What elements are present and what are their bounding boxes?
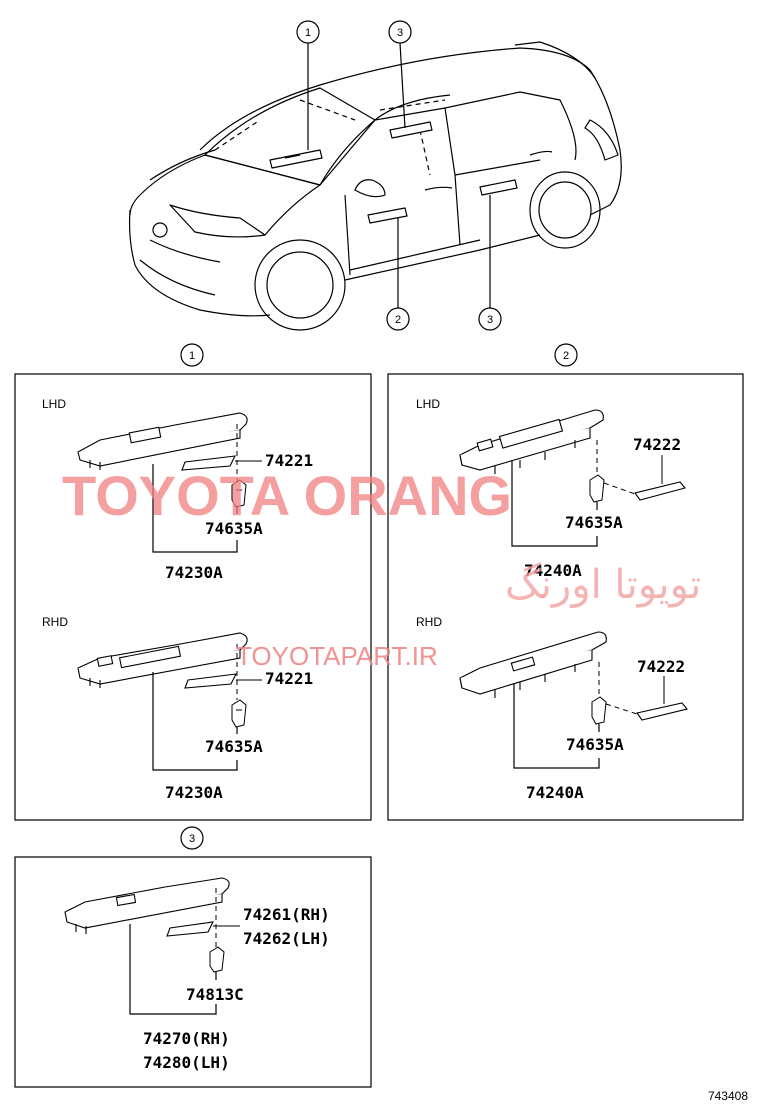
- switch-base-part: [459, 631, 607, 698]
- callout-number: 2: [395, 314, 401, 326]
- callout-2-panel: 2: [554, 343, 578, 367]
- watermark-brand: TOYOTA ORANG: [62, 464, 512, 527]
- callout-number: 1: [305, 27, 311, 39]
- callout-number: 1: [189, 350, 195, 362]
- part-number-assembly: 74230A: [165, 783, 223, 802]
- watermark-site: TOYOTAPART.IR: [236, 641, 438, 671]
- switch-base-part: [459, 409, 604, 474]
- cover-part: [634, 455, 686, 501]
- callout-number: 3: [487, 314, 493, 326]
- panel-1-lhd: LHD 74221 74635A 74230A: [42, 397, 313, 582]
- panel-3-content: 74261(RH) 74262(LH) 74813C 74270(RH) 742…: [64, 877, 330, 1072]
- part-number-cover-lh: 74262(LH): [243, 929, 330, 948]
- callout-1-top: 1: [296, 20, 320, 44]
- switch-base-part: [77, 412, 248, 470]
- callout-2-car: 2: [386, 307, 410, 331]
- part-number-clip: 74635A: [205, 737, 263, 756]
- part-number-clip: 74813C: [186, 985, 244, 1004]
- part-number-assembly: 74240A: [524, 561, 582, 580]
- car-illustration: [128, 41, 622, 331]
- cover-part: [181, 455, 262, 471]
- callout-number: 3: [189, 833, 195, 845]
- rhd-header: RHD: [42, 615, 68, 629]
- rhd-header: RHD: [416, 615, 442, 629]
- switch-base-part: [64, 877, 230, 934]
- cover-part: [166, 921, 240, 937]
- part-number-assembly-lh: 74280(LH): [143, 1053, 230, 1072]
- cover-part: [636, 676, 688, 721]
- callout-3-top: 3: [388, 20, 412, 44]
- part-number-assembly-rh: 74270(RH): [143, 1029, 230, 1048]
- panel-2-lhd: LHD 74222 74635A 74240A: [416, 397, 686, 580]
- callout-3-panel: 3: [180, 826, 204, 850]
- panel-1-frame: [14, 373, 372, 821]
- panel-3-frame: [14, 856, 372, 1088]
- clip-part: [591, 696, 607, 725]
- part-number-clip: 74635A: [565, 513, 623, 532]
- clip-part: [209, 946, 225, 973]
- callout-3-car: 3: [478, 307, 502, 331]
- clip-part: [231, 699, 247, 728]
- part-number-cover: 74222: [637, 657, 685, 676]
- watermark: TOYOTA ORANG تویوتا اورنگ TOYOTAPART.IR: [62, 464, 701, 671]
- part-number-clip: 74635A: [205, 519, 263, 538]
- switch-base-part: [77, 632, 248, 688]
- part-number-cover: 74221: [265, 669, 313, 688]
- panel-1-rhd: RHD 74221 74635A 74230A: [42, 615, 313, 802]
- panel-2-rhd: RHD 74222 74635A 74240A: [416, 615, 688, 802]
- part-number-clip: 74635A: [566, 735, 624, 754]
- lhd-header: LHD: [42, 397, 66, 411]
- figure-id: 743408: [708, 1089, 748, 1103]
- callout-number: 2: [563, 350, 569, 362]
- clip-part: [589, 474, 605, 503]
- part-number-assembly: 74230A: [165, 563, 223, 582]
- lhd-header: LHD: [416, 397, 440, 411]
- panel-2-frame: [387, 373, 744, 821]
- cover-part: [184, 673, 262, 689]
- clip-part: [231, 479, 247, 508]
- part-number-assembly: 74240A: [526, 783, 584, 802]
- watermark-persian: تویوتا اورنگ: [505, 562, 701, 608]
- part-number-cover-rh: 74261(RH): [243, 905, 330, 924]
- part-number-cover: 74222: [633, 435, 681, 454]
- callout-1-panel: 1: [180, 343, 204, 367]
- callout-number: 3: [397, 27, 403, 39]
- part-number-cover: 74221: [265, 451, 313, 470]
